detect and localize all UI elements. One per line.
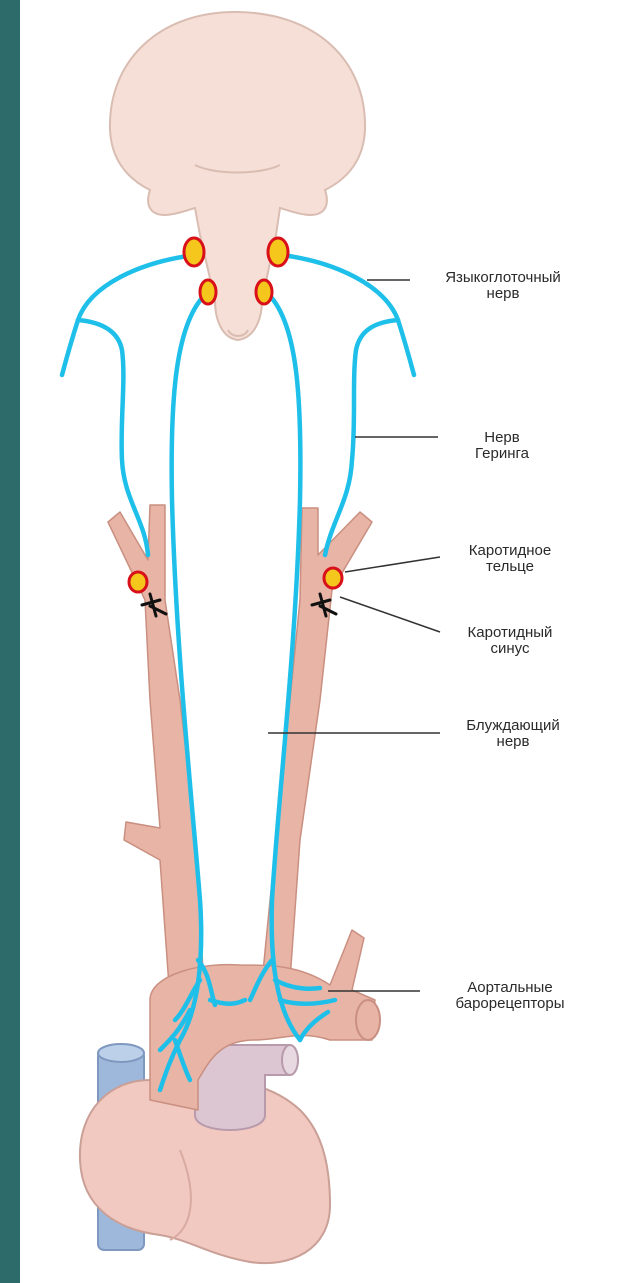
label-glossopharyngeal-nerve: Языкоглоточный нерв — [413, 270, 593, 302]
label-aortic-baroreceptors: Аортальные барорецепторы — [420, 980, 600, 1012]
brain — [110, 12, 365, 340]
label-carotid-sinus: Каротидный синус — [435, 625, 585, 657]
label-vagus-nerve: Блуждающий нерв — [438, 718, 588, 750]
label-carotid-body: Каротидное тельце — [435, 543, 585, 575]
label-hering-nerve: Нерв Геринга — [442, 430, 562, 462]
arterial-tree — [108, 505, 380, 1110]
